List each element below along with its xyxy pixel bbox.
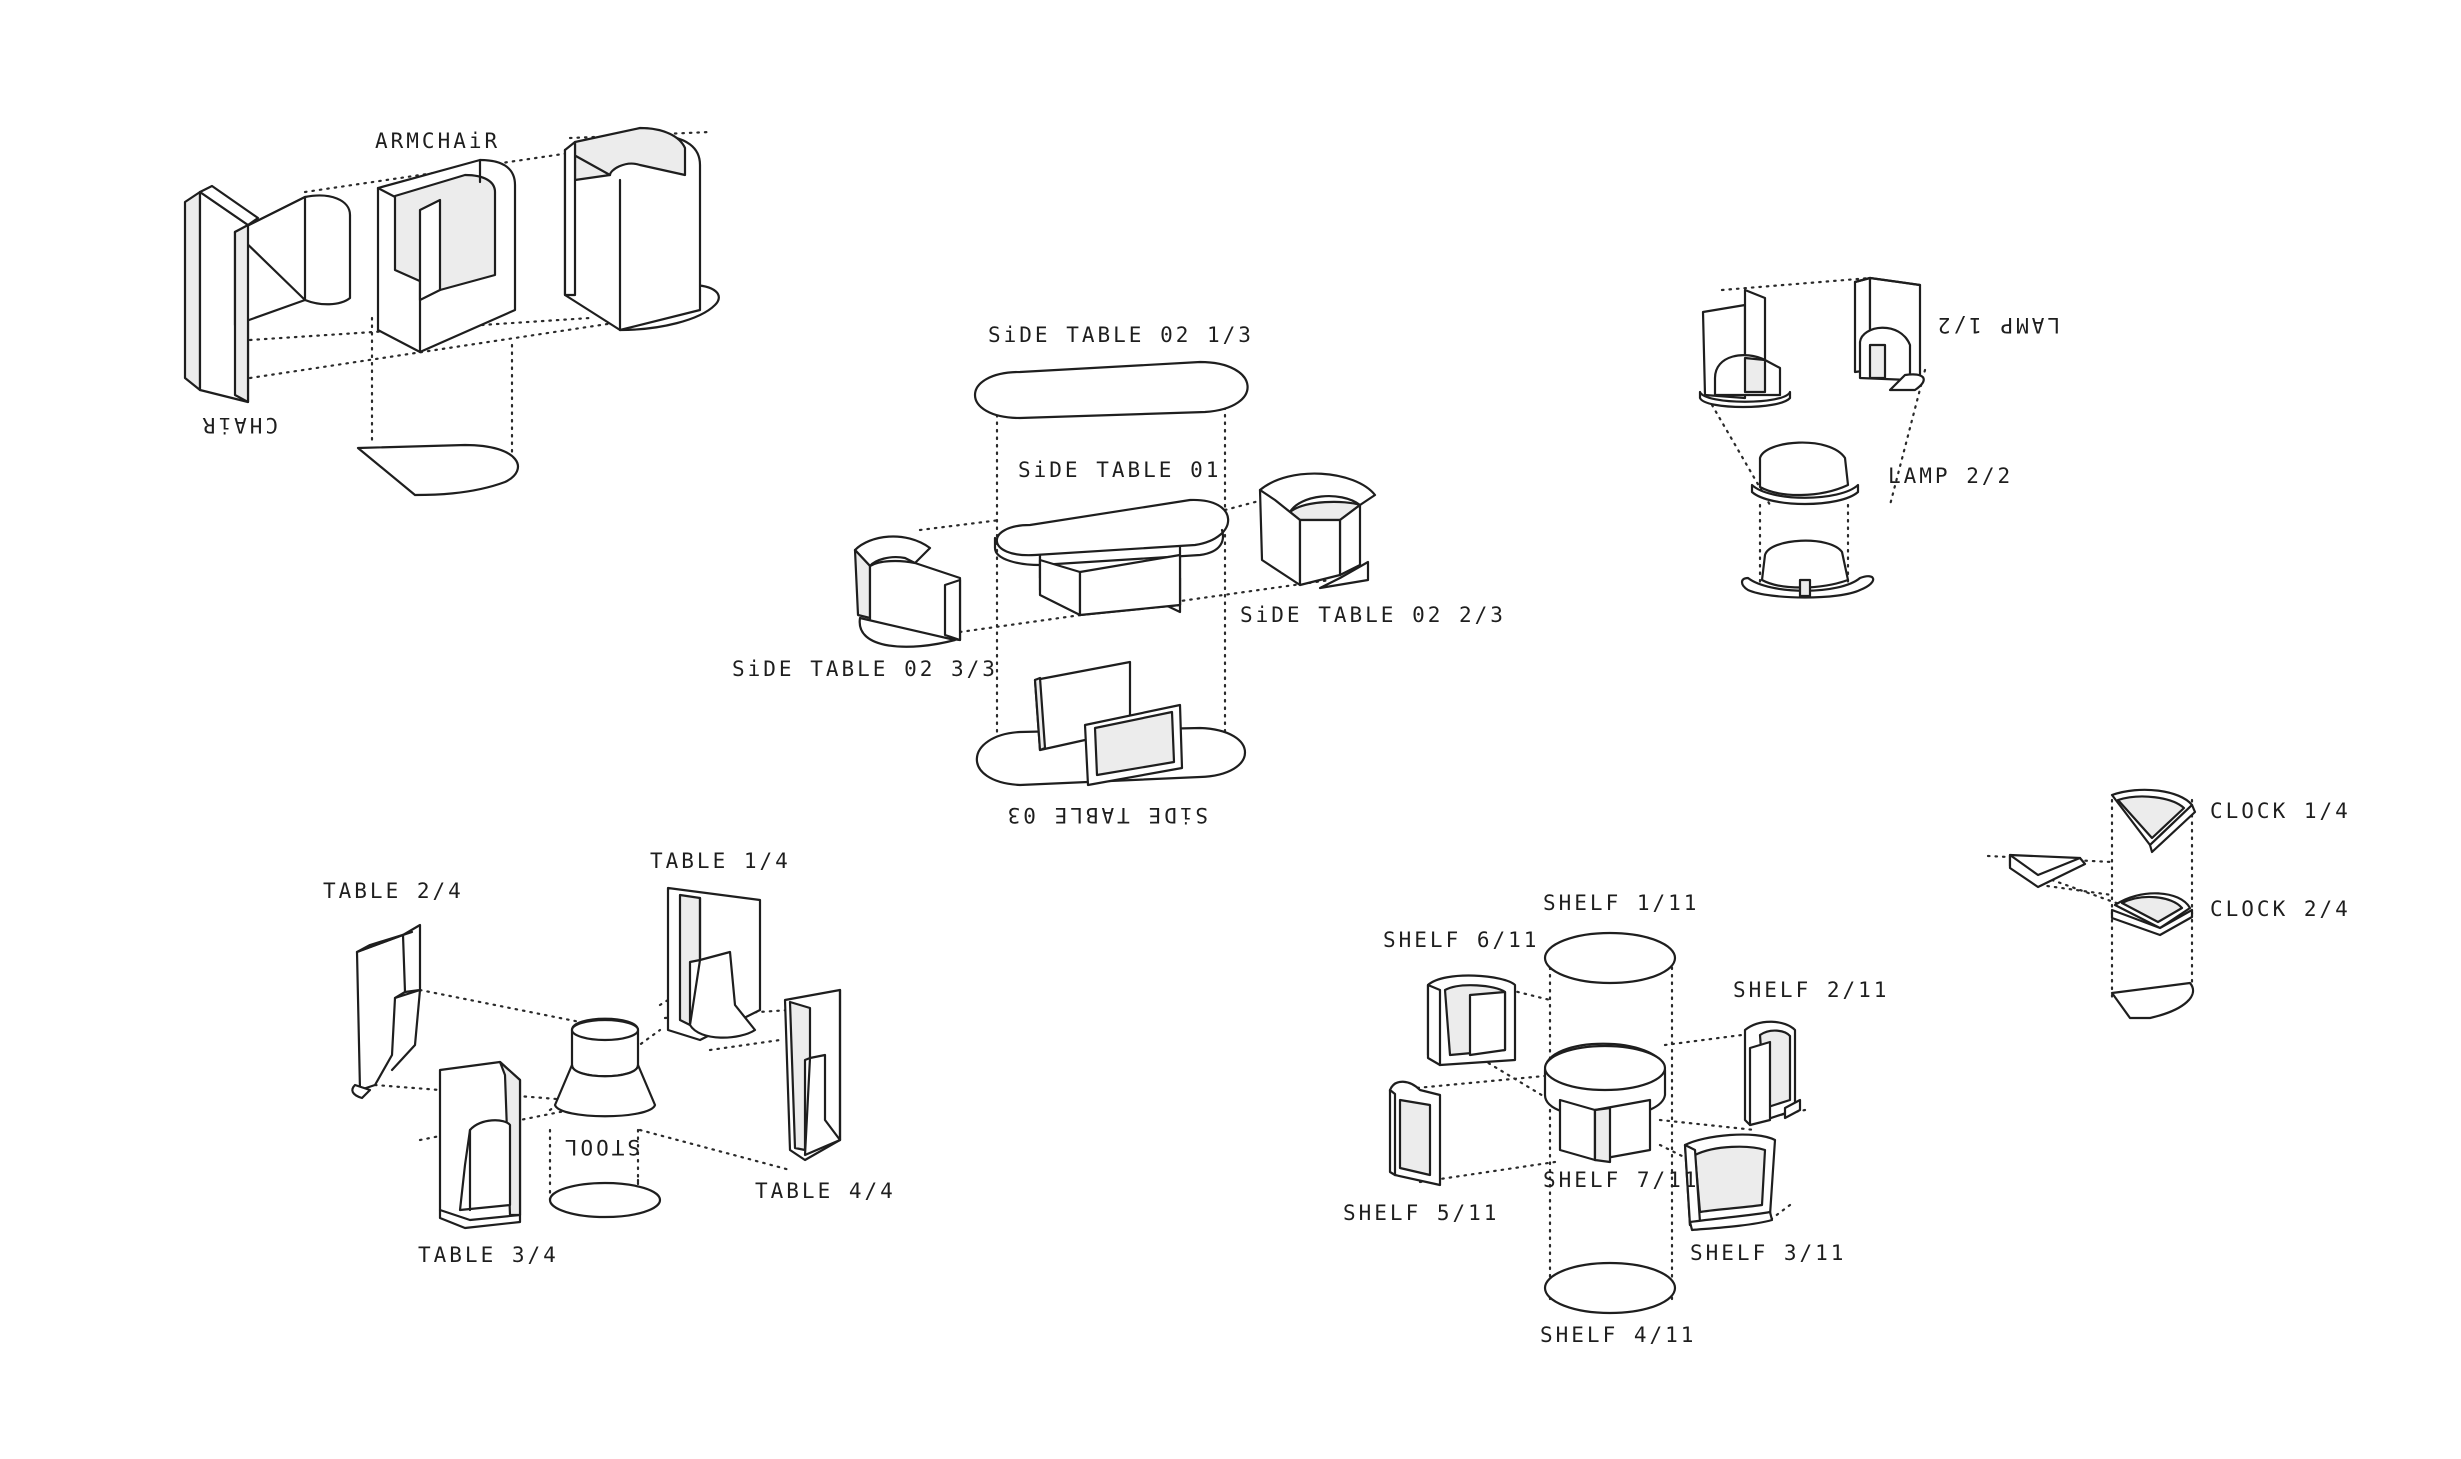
label-shelf-7: SHELF 7/11: [1543, 1168, 1699, 1192]
lamp-part-2b: [1740, 539, 1875, 599]
label-shelf-1: SHELF 1/11: [1543, 891, 1699, 915]
side-table-01: [993, 498, 1230, 617]
lamp-part-2a: [1750, 441, 1860, 506]
guide-line: [918, 398, 1332, 747]
label-table-1: TABLE 1/4: [650, 849, 791, 873]
chair-part: [183, 184, 352, 404]
side-table-02-part-2: [1258, 472, 1377, 590]
label-side-table-02-3: SiDE TABLE 02 3/3: [732, 657, 998, 681]
shelf-group: SHELF 1/11 SHELF 2/11 SHELF 3/11 SHELF 4…: [1343, 891, 1889, 1347]
clock-group: CLOCK 1/4 CLOCK 2/4: [1986, 788, 2351, 1020]
armchair-back-part: [563, 126, 720, 332]
label-shelf-3: SHELF 3/11: [1690, 1241, 1846, 1265]
shelf-part-3: [1683, 1133, 1777, 1232]
label-table-3: TABLE 3/4: [418, 1243, 559, 1267]
lamp-part-1b: [1853, 276, 1925, 392]
shelf-part-7: [1543, 1042, 1667, 1164]
shelf-part-1: [1543, 931, 1677, 985]
armchair-group: ARMCHAiR CHAiR: [183, 126, 722, 497]
label-shelf-4: SHELF 4/11: [1540, 1323, 1696, 1347]
label-clock-2: CLOCK 2/4: [2210, 897, 2351, 921]
label-shelf-6: SHELF 6/11: [1383, 928, 1539, 952]
label-stool: STOOL: [562, 1135, 640, 1159]
shelf-part-2: [1743, 1020, 1802, 1127]
side-table-top-oval: [974, 360, 1249, 420]
label-shelf-5: SHELF 5/11: [1343, 1201, 1499, 1225]
shelf-part-4: [1543, 1261, 1677, 1315]
guide-line: [1710, 276, 1927, 592]
label-shelf-2: SHELF 2/11: [1733, 978, 1889, 1002]
armchair-part: [376, 158, 517, 354]
label-side-table-02-2: SiDE TABLE 02 2/3: [1240, 603, 1506, 627]
label-chair: CHAiR: [200, 413, 278, 437]
armchair-seat-plate: [356, 443, 520, 497]
label-side-table-02-1: SiDE TABLE 02 1/3: [988, 323, 1254, 347]
shelf-part-5: [1388, 1080, 1442, 1187]
side-table-02-part-3: [853, 535, 962, 648]
label-table-4: TABLE 4/4: [755, 1179, 896, 1203]
clock-part-bottom: [2110, 981, 2195, 1020]
label-table-2: TABLE 2/4: [323, 879, 464, 903]
label-lamp-2: LAMP 2/2: [1888, 464, 2013, 488]
lamp-group: LAMP 1/2 LAMP 2/2: [1698, 276, 2060, 599]
table-part-2: [351, 923, 422, 1100]
table-part-3: [438, 1060, 522, 1230]
table-part-4: [783, 988, 842, 1162]
label-armchair: ARMCHAiR: [375, 129, 500, 153]
lamp-part-1a: [1698, 288, 1792, 409]
side-table-03: [975, 660, 1246, 787]
label-side-table-01: SiDE TABLE 01: [1018, 458, 1221, 482]
side-table-group: SiDE TABLE 02 1/3 SiDE TABLE 01 SiDE TAB…: [732, 323, 1506, 827]
clock-part-2: [2110, 892, 2194, 937]
clock-part-left: [2008, 853, 2087, 889]
table-part-1: [666, 886, 762, 1042]
label-clock-1: CLOCK 1/4: [2210, 799, 2351, 823]
stool: [548, 1017, 662, 1219]
table-stool-group: TABLE 1/4 TABLE 2/4 TABLE 3/4 TABLE 4/4 …: [323, 849, 896, 1267]
label-side-table-03: SiDE TABLE 03: [1005, 803, 1208, 827]
clock-part-1: [2110, 788, 2197, 854]
shelf-part-6: [1426, 974, 1517, 1067]
label-lamp-1: LAMP 1/2: [1935, 313, 2060, 337]
